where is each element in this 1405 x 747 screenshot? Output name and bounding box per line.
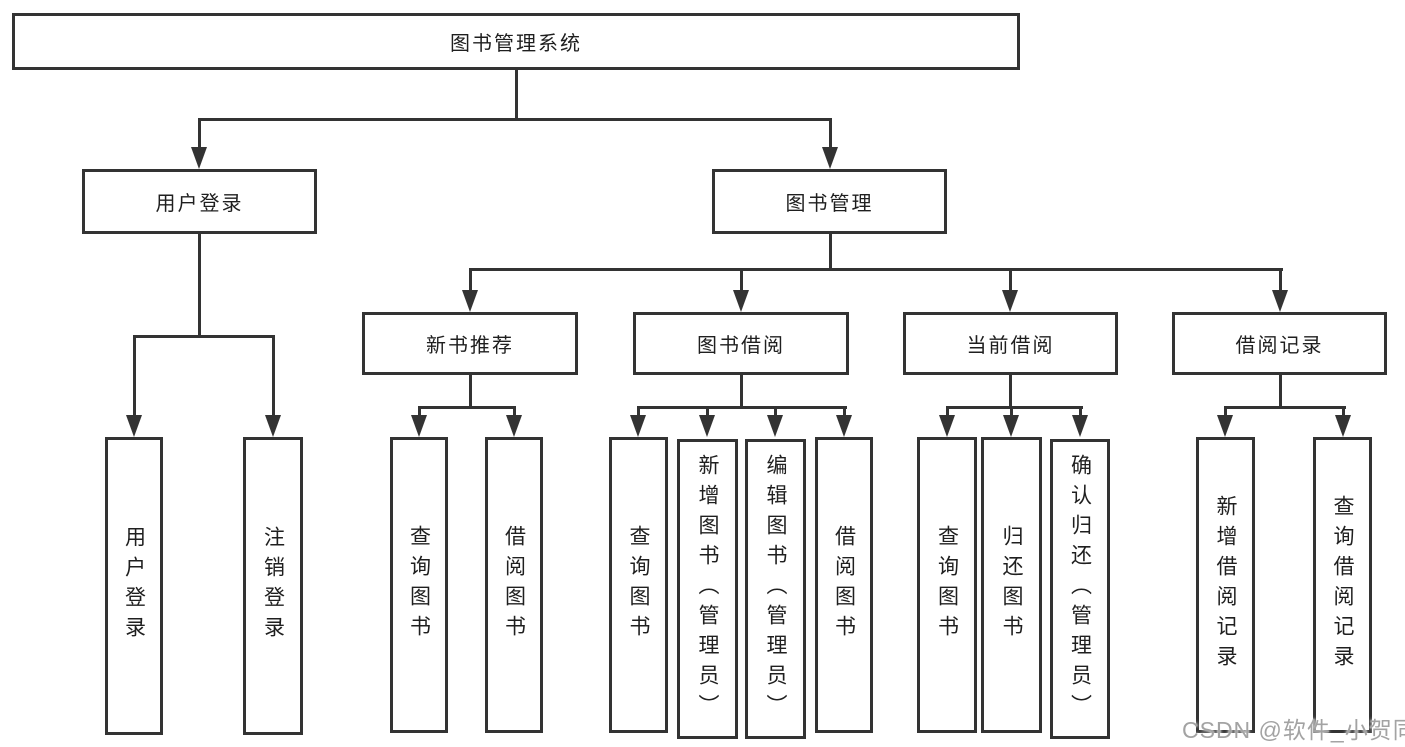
arrow-down-icon <box>1002 290 1018 312</box>
arrow-down-icon <box>265 415 281 437</box>
node-label: 查询借阅记录 <box>1331 495 1354 675</box>
leaf-edit-books-admin: 编辑图书（管理员） <box>745 439 806 739</box>
node-current-borrow: 当前借阅 <box>903 312 1118 375</box>
arrow-down-icon <box>126 415 142 437</box>
arrow-down-icon <box>411 415 427 437</box>
arrow-down-icon <box>630 415 646 437</box>
node-label: 借阅记录 <box>1235 335 1324 357</box>
node-label: 注销登录 <box>261 526 285 646</box>
connector-line <box>637 406 640 418</box>
arrow-down-icon <box>836 415 852 437</box>
node-label: 归还图书 <box>1000 525 1023 645</box>
connector-line <box>198 118 201 153</box>
leaf-borrow-books-recommend: 借阅图书 <box>485 437 543 733</box>
node-label: 查询图书 <box>627 525 650 645</box>
node-label: 借阅图书 <box>832 525 856 645</box>
connector-line <box>843 406 846 418</box>
leaf-query-books-current: 查询图书 <box>917 437 977 733</box>
connector-line <box>1079 406 1082 418</box>
node-label: 查询图书 <box>935 525 959 645</box>
arrow-down-icon <box>1272 290 1288 312</box>
connector-line <box>740 268 743 292</box>
leaf-user-login: 用户登录 <box>105 437 163 735</box>
node-label: 借阅图书 <box>502 525 526 645</box>
connector-line <box>1009 375 1012 408</box>
arrow-down-icon <box>939 415 955 437</box>
connector-line <box>829 234 832 271</box>
connector-line <box>740 375 743 408</box>
leaf-query-borrow-record: 查询借阅记录 <box>1313 437 1372 733</box>
connector-line <box>1224 406 1346 409</box>
connector-line <box>513 406 516 418</box>
connector-line <box>469 268 472 292</box>
connector-line <box>418 406 421 418</box>
node-borrow-records: 借阅记录 <box>1172 312 1387 375</box>
node-label: 图书管理系统 <box>450 33 582 55</box>
arrow-down-icon <box>506 415 522 437</box>
connector-line <box>706 406 709 418</box>
connector-line <box>418 406 516 409</box>
leaf-logout: 注销登录 <box>243 437 303 735</box>
connector-line <box>946 406 949 418</box>
connector-line <box>198 118 832 121</box>
node-new-book-recommend: 新书推荐 <box>362 312 578 375</box>
leaf-confirm-return-admin: 确认归还（管理员） <box>1050 439 1110 739</box>
node-label: 新书推荐 <box>426 335 514 357</box>
node-book-management: 图书管理 <box>712 169 947 234</box>
node-label: 用户登录 <box>122 526 146 646</box>
node-label: 编辑图书（管理员） <box>764 454 787 724</box>
leaf-query-books-borrow: 查询图书 <box>609 437 668 733</box>
connector-line <box>469 268 1283 271</box>
connector-line <box>946 406 1083 409</box>
arrow-down-icon <box>822 147 838 169</box>
arrow-down-icon <box>191 147 207 169</box>
connector-line <box>1224 406 1227 418</box>
node-label: 当前借阅 <box>966 335 1055 357</box>
connector-line <box>829 118 832 153</box>
connector-line <box>272 335 275 417</box>
connector-line <box>774 406 777 418</box>
node-label: 图书管理 <box>785 193 874 215</box>
connector-line <box>469 375 472 408</box>
arrow-down-icon <box>699 415 715 437</box>
arrow-down-icon <box>1335 415 1351 437</box>
node-label: 用户登录 <box>155 193 244 215</box>
node-label: 图书借阅 <box>697 335 785 357</box>
arrow-down-icon <box>767 415 783 437</box>
connector-line <box>637 406 847 409</box>
arrow-down-icon <box>733 290 749 312</box>
connector-line <box>1010 406 1013 418</box>
leaf-query-books-recommend: 查询图书 <box>390 437 448 733</box>
node-label: 查询图书 <box>407 525 431 645</box>
csdn-watermark: CSDN @软件_小贺同学 <box>1182 717 1405 743</box>
arrow-down-icon <box>1072 415 1088 437</box>
connector-line <box>1279 268 1282 292</box>
connector-line <box>1009 268 1012 292</box>
node-label: 新增借阅记录 <box>1214 495 1237 675</box>
node-label: 确认归还（管理员） <box>1068 454 1092 724</box>
connector-line <box>133 335 275 338</box>
leaf-add-borrow-record: 新增借阅记录 <box>1196 437 1255 733</box>
leaf-add-books-admin: 新增图书（管理员） <box>677 439 738 739</box>
node-user-login: 用户登录 <box>82 169 317 234</box>
connector-line <box>1279 375 1282 408</box>
connector-line <box>1342 406 1345 418</box>
connector-line <box>198 234 201 338</box>
arrow-down-icon <box>462 290 478 312</box>
arrow-down-icon <box>1217 415 1233 437</box>
leaf-borrow-books: 借阅图书 <box>815 437 873 733</box>
connector-line <box>515 70 518 118</box>
arrow-down-icon <box>1003 415 1019 437</box>
node-book-borrow: 图书借阅 <box>633 312 849 375</box>
connector-line <box>133 335 136 417</box>
node-root-library-system: 图书管理系统 <box>12 13 1020 70</box>
node-label: 新增图书（管理员） <box>696 454 719 724</box>
leaf-return-books: 归还图书 <box>981 437 1042 733</box>
